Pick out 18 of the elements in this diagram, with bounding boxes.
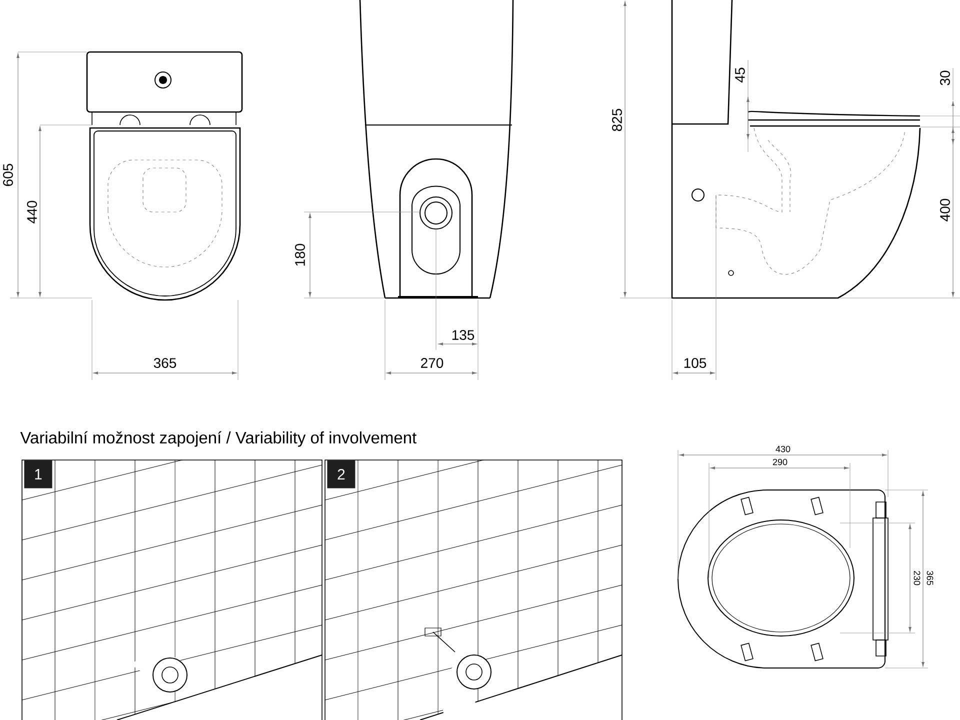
dimension-label: 440 xyxy=(27,200,37,224)
step-number-badge: 2 xyxy=(327,460,356,488)
dimension-label: 105 xyxy=(684,358,706,368)
dimension-label: 230 xyxy=(914,570,920,586)
dimension-label: 135 xyxy=(452,330,474,340)
dimension-label: 45 xyxy=(735,68,745,82)
dimension-label: 365 xyxy=(154,358,176,368)
section-heading: Variabilní možnost zapojení / Variability of involvement xyxy=(20,431,417,447)
dimension-label: 400 xyxy=(940,198,950,222)
dimension-label: 30 xyxy=(940,70,950,86)
dimension-label: 290 xyxy=(772,458,788,466)
dimension-label: 430 xyxy=(776,446,790,452)
step-number-badge: 1 xyxy=(24,460,52,488)
dimension-label: 825 xyxy=(612,108,622,132)
dimension-label: 180 xyxy=(295,244,305,266)
dimension-label: 365 xyxy=(926,570,934,586)
dimension-label: 605 xyxy=(3,164,13,186)
dimension-label: 270 xyxy=(421,358,444,368)
